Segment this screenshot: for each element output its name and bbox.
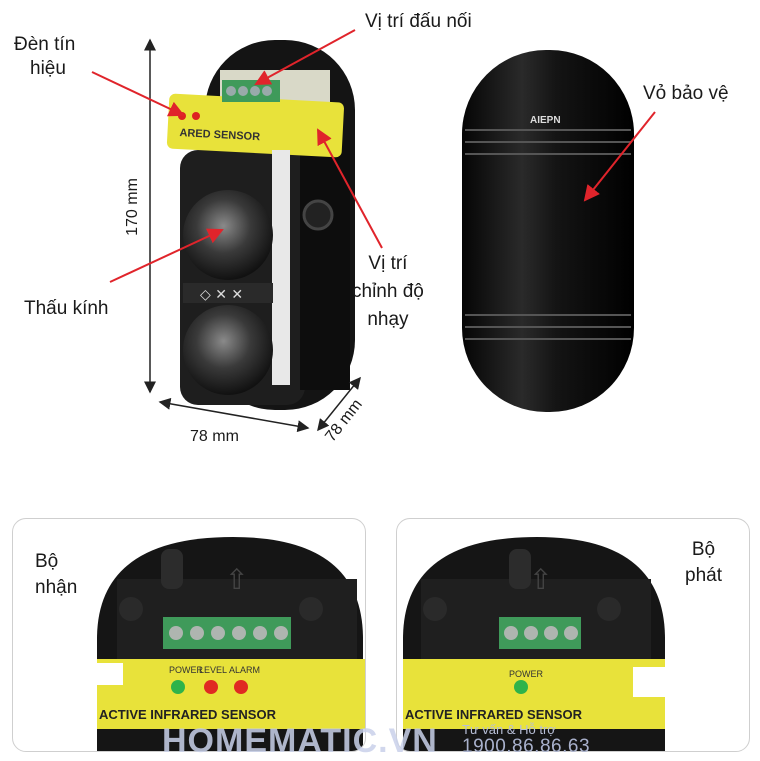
rx-level-led (204, 680, 218, 694)
led (192, 112, 200, 120)
receiver-label: Bộ nhận (35, 549, 77, 601)
svg-text:ARED SENSOR: ARED SENSOR (179, 127, 260, 143)
sensitivity-knob (302, 199, 334, 231)
label-lens: Thấu kính (24, 298, 109, 319)
rx-power-led (171, 680, 185, 694)
dim-width: 78 mm (190, 428, 239, 445)
cover-brand: AIEPN (530, 115, 561, 126)
transmitter-label: Bộ phát (685, 537, 722, 589)
transmitter-drawing: ⇧ POWER ACTIVE INFRARED SENSOR (403, 537, 665, 751)
rx-led-label-alarm: ALARM (229, 665, 260, 675)
tx-power-led (514, 680, 528, 694)
rx-led-label-level: LEVEL (199, 665, 227, 675)
rx-sticker-text: ACTIVE INFRARED SENSOR (99, 707, 277, 722)
watermark-phone: 1900.86.86.63 (462, 736, 591, 757)
label-sensitivity-line2: chỉnh độ (352, 281, 424, 302)
svg-text:◇ ✕ ✕: ◇ ✕ ✕ (200, 287, 243, 303)
transmitter-panel: ⇧ POWER ACTIVE INFRARED SENSOR Bộ phát (396, 518, 750, 752)
protective-cover: AIEPN (462, 50, 634, 412)
label-sensitivity-line1: Vị trí (368, 253, 408, 274)
sticker: ARED SENSOR (166, 93, 344, 158)
receiver-label-line1: Bộ (35, 551, 59, 572)
label-sensitivity: Vị trí chỉnh độ nhạy (352, 250, 424, 334)
transmitter-label-line1: Bộ (691, 539, 716, 560)
label-terminal: Vị trí đấu nối (365, 11, 472, 32)
watermark-tagline: Tư vấn & Hỗ trợ (462, 722, 556, 737)
label-signal-light-line2: hiệu (30, 58, 66, 79)
label-sensitivity-line3: nhạy (367, 309, 409, 330)
label-signal-light: Đèn tín hiệu (14, 33, 75, 81)
svg-text:⇧: ⇧ (225, 563, 248, 596)
label-signal-light-line1: Đèn tín (14, 34, 76, 55)
receiver-label-line2: nhận (35, 577, 78, 598)
pointer-arrows (91, 29, 656, 283)
svg-text:⇧: ⇧ (529, 563, 552, 596)
dim-height: 170 mm (123, 178, 141, 236)
tx-led-label-power: POWER (509, 669, 544, 679)
watermark-brand: HOMEMATIC.VN (162, 722, 438, 760)
product-diagram: ARED SENSOR ◇ ✕ ✕ AIEPN (91, 29, 656, 433)
rx-alarm-led (234, 680, 248, 694)
label-cover: Vỏ bảo vệ (643, 83, 729, 104)
tx-sticker-text: ACTIVE INFRARED SENSOR (405, 707, 583, 722)
transmitter-label-line2: phát (685, 565, 722, 586)
receiver-drawing: ⇧ POWER LEVEL ALARM ACTIVE INFRARED SENS… (97, 537, 365, 751)
upper-lens (183, 190, 273, 280)
terminal-block (222, 80, 280, 102)
sensor-open-body: ARED SENSOR ◇ ✕ ✕ (166, 40, 355, 410)
rx-led-label-power: POWER (169, 665, 204, 675)
lower-lens (183, 305, 273, 395)
receiver-panel: ⇧ POWER LEVEL ALARM ACTIVE INFRARED SENS… (12, 518, 366, 752)
